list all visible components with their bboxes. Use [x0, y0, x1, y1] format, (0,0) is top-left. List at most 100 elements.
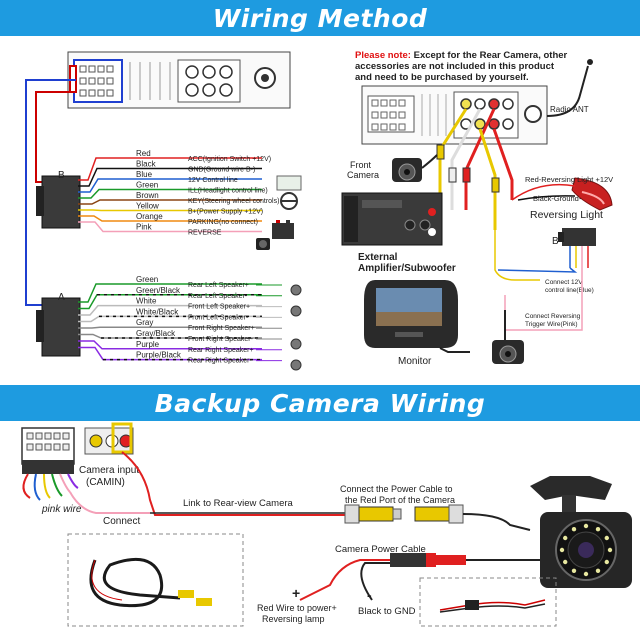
- a-wire-3: [78, 315, 262, 323]
- camera-input-port: Camera input (CAMIN): [79, 422, 139, 488]
- a-wire-6: [78, 340, 262, 350]
- a-wire-function-2: Front Left Speaker+: [188, 304, 250, 311]
- power-cable-inset: [419, 577, 557, 627]
- a-wire-function-0: Rear Left Speaker+: [188, 282, 249, 289]
- b-connector-right: B Connect 12V control line(Blue) Connect…: [525, 228, 596, 328]
- b-wire-function-4: KEY(Steering wheel controls): [188, 198, 279, 205]
- power-cable: Camera Power Cable: [299, 544, 540, 601]
- note-line1: Except for the Rear Camera, other: [411, 50, 568, 61]
- video-rca-connector: [344, 504, 464, 524]
- a-wire-color-2: White: [136, 297, 157, 306]
- b-wire-3: [78, 188, 262, 199]
- radio-antenna: Radio ANT: [546, 59, 593, 117]
- head-unit-right: [361, 85, 548, 145]
- led-6: [559, 547, 565, 553]
- front-camera: Front Camera: [347, 154, 438, 182]
- led-11: [604, 535, 609, 541]
- backup-camera-banner: Backup Camera Wiring: [0, 385, 640, 421]
- led-0: [607, 547, 613, 553]
- b-wire-function-6: PARKING(no connect): [188, 219, 258, 226]
- b-wire-function-7: REVERSE: [188, 230, 222, 237]
- b-wire-function-1: GND(Ground wire B-): [188, 167, 255, 174]
- b-wire-6: [78, 215, 262, 222]
- connector-b-label: B: [58, 170, 65, 181]
- led-4: [571, 568, 577, 573]
- link-label: Link to Rear-view Camera: [183, 498, 294, 509]
- video-cable-red: [121, 451, 350, 516]
- speaker-icons: [290, 284, 302, 371]
- minus-sign: -: [367, 587, 372, 603]
- b-wire-color-1: Black: [136, 160, 157, 169]
- led-2: [595, 568, 601, 573]
- led-5: [563, 559, 568, 565]
- a-wire-color-4: Gray: [136, 318, 153, 327]
- a-wire-1: [78, 294, 262, 310]
- backup-camera: [530, 476, 632, 588]
- connect-12v-label-1: Connect 12V: [545, 279, 583, 286]
- a-wire-function-3: Front Left Speaker-: [188, 314, 249, 321]
- led-1: [604, 559, 609, 565]
- speaker-icon-2: [290, 338, 302, 350]
- b-wire-color-5: Yellow: [136, 202, 159, 211]
- connect-12v-label-2: control line(Blue): [545, 287, 594, 294]
- pink-wire: [69, 491, 150, 514]
- camera-video-lead: [462, 513, 531, 531]
- b-wire-color-4: Brown: [136, 191, 159, 200]
- wiring-method-title: Wiring Method: [212, 3, 428, 33]
- a-wire-color-6: Purple: [136, 340, 160, 349]
- a-wire-color-1: Green/Black: [136, 286, 181, 295]
- speaker-icon-3: [290, 359, 302, 371]
- b-wire-function-3: ILL(Headlight control line): [188, 188, 268, 195]
- a-wire-color-3: White/Black: [136, 307, 179, 316]
- b-wire-color-3: Green: [136, 181, 158, 190]
- power-note-label-1: Connect the Power Cable to: [340, 484, 453, 494]
- speaker-icon-0: [290, 284, 302, 296]
- red-wire-label-1: Red Wire to power+: [257, 603, 337, 613]
- a-wire-5: [78, 333, 262, 339]
- led-10: [595, 527, 601, 532]
- a-wire-function-6: Rear Right Speaker+: [188, 347, 254, 354]
- plus-sign: +: [292, 585, 300, 601]
- b-wire-color-0: Red: [136, 149, 151, 158]
- svg-text:Please note: Except for the Re: Please note: Except for the Rear Camera,…: [355, 50, 568, 61]
- note-prefix: Please note:: [355, 50, 411, 61]
- b-wire-function-5: B+(Power Supply +12V): [188, 209, 263, 216]
- please-note: Please note: Except for the Rear Camera,…: [355, 50, 568, 83]
- connect-trigger-label-2: Trigger Wire(Pink): [525, 321, 578, 328]
- reversing-light-label: Reversing Light: [530, 209, 603, 221]
- connect-trigger-label-1: Connect Reversing: [525, 313, 581, 320]
- a-wire-function-4: Front Right Speaker+: [188, 325, 255, 332]
- front-camera-label-1: Front: [350, 160, 372, 170]
- red-wire-label-2: Reversing lamp: [262, 614, 325, 624]
- a-wire-color-5: Gray/Black: [136, 329, 176, 338]
- a-wire-4: [78, 326, 262, 329]
- red-reversing-label: Red-Reversing Light +12V: [525, 175, 613, 184]
- amplifier: External Amplifier/Subwoofer: [341, 192, 456, 274]
- backup-harness-connector: [21, 427, 75, 474]
- led-3: [583, 571, 589, 577]
- a-wire-0: [78, 283, 262, 303]
- amp-label-2: Amplifier/Subwoofer: [358, 263, 456, 274]
- led-8: [571, 527, 577, 532]
- note-line2: accessories are not included in this pro…: [355, 61, 555, 72]
- wiring-method-banner: Wiring Method: [0, 0, 640, 36]
- video-cable-inset: [67, 533, 244, 627]
- speaker-icon-1: [290, 305, 302, 317]
- backup-camera-title: Backup Camera Wiring: [154, 388, 486, 418]
- connector-a: A: [36, 292, 81, 357]
- b-wire-5: [78, 209, 262, 212]
- headlight-icon: [276, 175, 302, 191]
- reverse-camera-small-icon: [256, 238, 270, 250]
- camera-input-label-1: Camera input: [79, 465, 139, 476]
- monitor-label: Monitor: [398, 356, 432, 367]
- connect-label: Connect: [103, 516, 140, 527]
- b-wire-1: [78, 167, 262, 187]
- battery-icon: [272, 220, 294, 239]
- b-wire-4: [78, 199, 262, 205]
- led-7: [563, 535, 568, 541]
- amp-label-1: External: [358, 252, 398, 263]
- black-ground-label: Black-Ground-: [533, 194, 582, 203]
- front-camera-label-2: Camera: [347, 170, 379, 180]
